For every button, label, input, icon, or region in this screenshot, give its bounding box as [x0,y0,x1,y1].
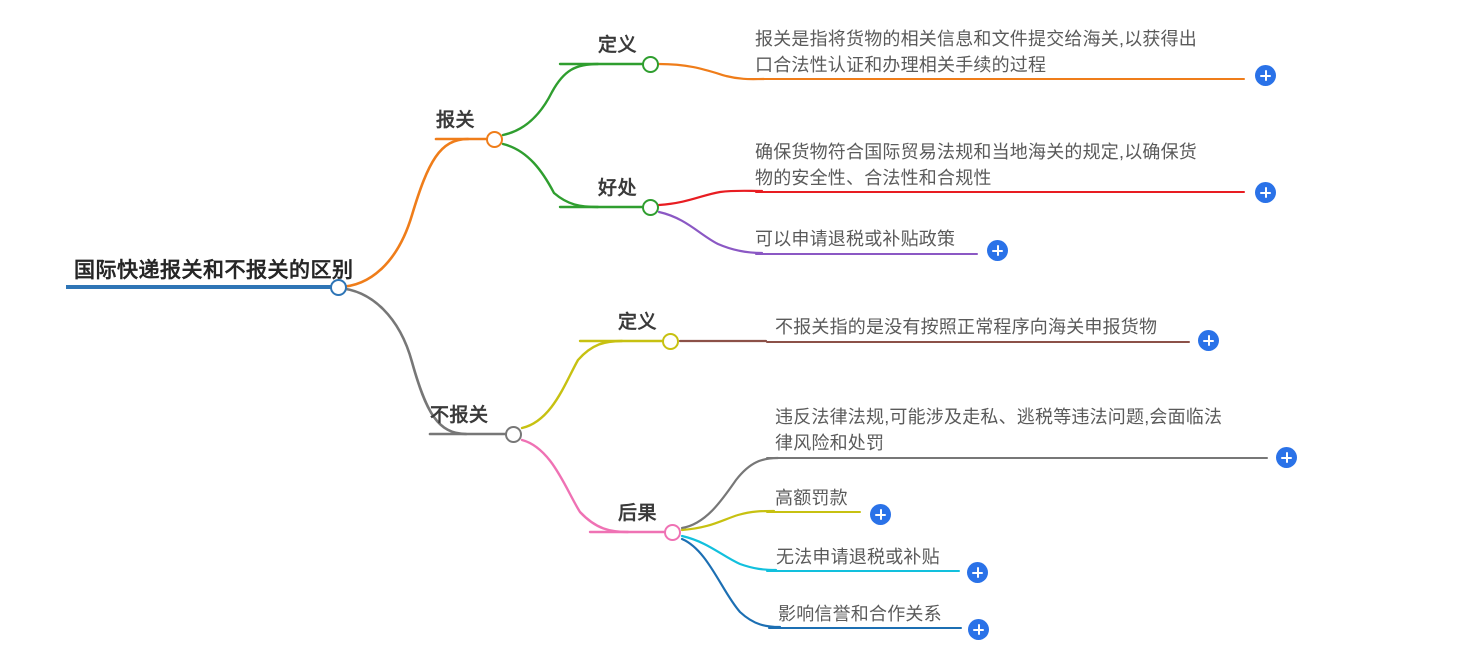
expand-houguo-3[interactable] [967,562,988,583]
subnode-bubaoguan-dingyi-label: 定义 [618,312,658,333]
root-node-dot[interactable] [330,279,347,296]
leaf-baoguan-haochu-1-underline [755,191,1245,193]
expand-houguo-1[interactable] [1276,447,1297,468]
expand-houguo-2[interactable] [870,504,891,525]
leaf-baoguan-haochu-1-line1: 确保货物符合国际贸易法规和当地海关的规定,以确保货 [755,142,1197,162]
edge-houguo-leaf3 [680,534,778,572]
edge-houguo-leaf4 [680,537,782,629]
edge-bubaoguan-to-dingyi [520,339,624,430]
leaf-baoguan-dingyi-1-line1: 报关是指将货物的相关信息和文件提交给海关,以获得出 [755,29,1197,49]
leaf-houguo-4-line1: 影响信誉和合作关系 [778,604,942,624]
leaf-houguo-2-underline [766,511,861,513]
subnode-baoguan-haochu-label: 好处 [598,178,638,199]
leaf-houguo-3-underline [766,570,960,572]
leaf-baoguan-haochu-2-underline [755,253,978,255]
branch-node-bubaoguan-label: 不报关 [430,405,489,426]
subnode-bubaoguan-houguo-dot[interactable] [664,524,681,541]
leaf-baoguan-dingyi-1-underline [755,78,1245,80]
edge-baoguan-to-haochu [501,142,600,209]
subnode-bubaoguan-dingyi-dot[interactable] [662,333,679,350]
branch-node-baoguan-dot[interactable] [486,131,503,148]
expand-baoguan-dingyi-1[interactable] [1255,65,1276,86]
subnode-baoguan-dingyi-dot[interactable] [642,56,659,73]
subnode-baoguan-dingyi-label: 定义 [598,35,638,56]
edge-root-to-baoguan [336,137,470,289]
expand-bubaoguan-dingyi-1[interactable] [1198,330,1219,351]
expand-baoguan-haochu-2[interactable] [987,240,1008,261]
leaf-baoguan-haochu-2-line1: 可以申请退税或补贴政策 [755,229,956,249]
leaf-houguo-1-line1: 违反法律法规,可能涉及走私、逃税等违法问题,会面临法 [775,407,1223,427]
subnode-bubaoguan-houguo-label: 后果 [618,503,658,524]
subnode-baoguan-haochu-dot[interactable] [642,199,659,216]
leaf-bubaoguan-dingyi-1-underline [766,341,1190,343]
expand-baoguan-haochu-1[interactable] [1255,182,1276,203]
root-node-label: 国际快递报关和不报关的区别 [74,259,354,282]
expand-houguo-4[interactable] [968,619,989,640]
leaf-houguo-3-line1: 无法申请退税或补贴 [776,547,940,567]
leaf-bubaoguan-dingyi-1-line1: 不报关指的是没有按照正常程序向海关申报货物 [775,317,1158,337]
leaf-houguo-4-underline [768,627,962,629]
edge-houguo-leaf2 [680,509,776,532]
root-underline [66,285,337,289]
edge-bubaoguan-to-houguo [520,438,630,534]
branch-node-baoguan-label: 报关 [436,110,476,131]
leaf-houguo-1-line2: 律风险和处罚 [775,433,885,453]
leaf-baoguan-haochu-1-line2: 物的安全性、合法性和合规性 [755,168,992,188]
edge-baoguan-to-dingyi [501,62,600,137]
leaf-baoguan-dingyi-1-line2: 口合法性认证和办理相关手续的过程 [755,55,1047,75]
leaf-houguo-2-line1: 高额罚款 [775,488,848,508]
edge-baoguan-dingyi-leaf1 [657,62,766,81]
edge-haochu-leaf1 [657,189,764,207]
leaf-houguo-1-underline [766,457,1268,459]
edge-houguo-leaf1 [680,456,780,530]
edge-haochu-leaf2 [657,210,764,255]
branch-node-bubaoguan-dot[interactable] [505,426,522,443]
